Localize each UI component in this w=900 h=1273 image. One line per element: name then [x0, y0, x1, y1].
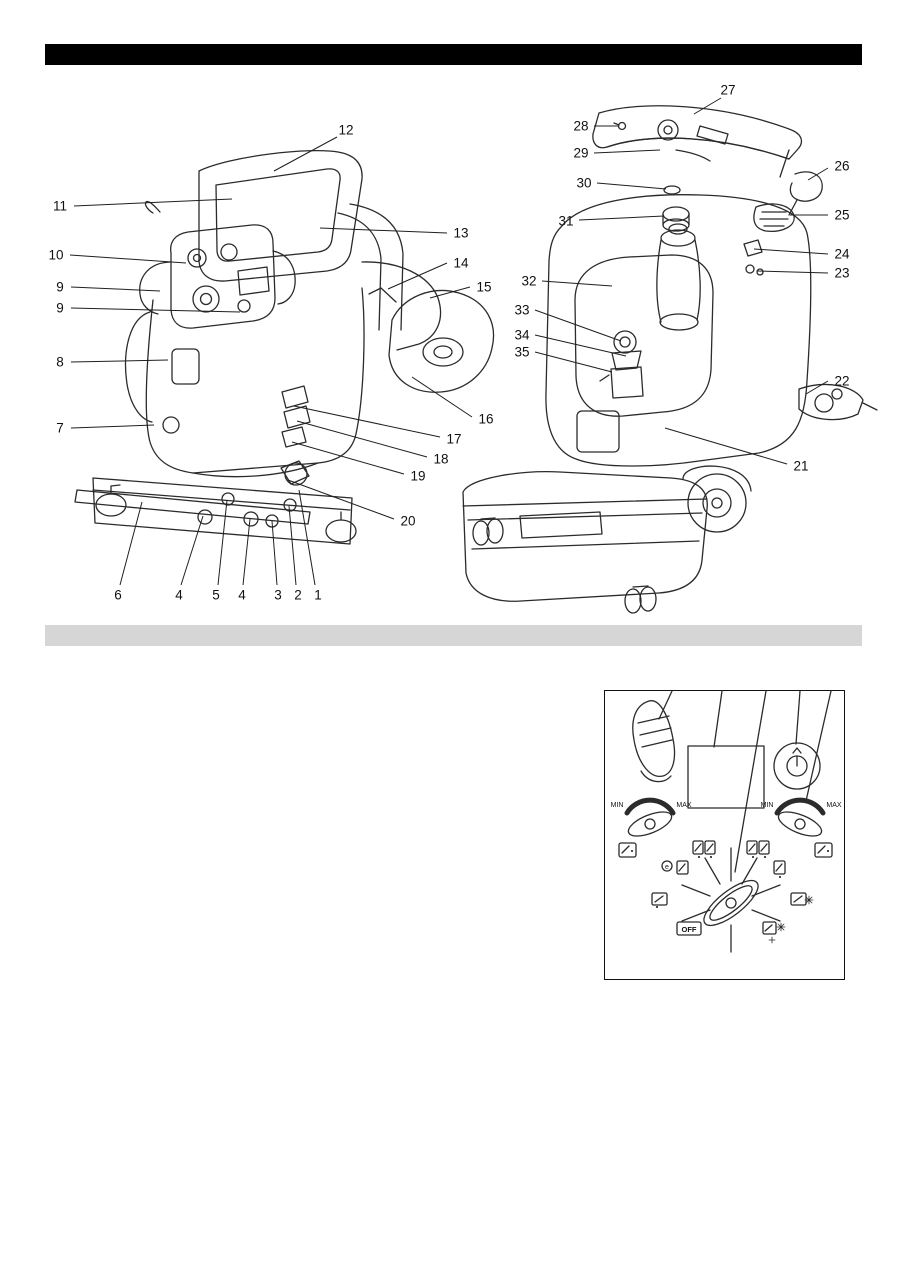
callout-line-11 — [73, 198, 233, 207]
callout-line-5 — [217, 499, 228, 586]
callout-line-29 — [593, 149, 661, 154]
callout-line-15 — [429, 286, 471, 299]
machine-body — [124, 203, 442, 486]
recovery-tank-body — [545, 194, 812, 467]
side-squeegee — [798, 383, 878, 421]
divider-bar — [45, 625, 862, 646]
callout-line-2 — [288, 505, 297, 586]
rear-wheel — [682, 465, 752, 533]
right-knob-max-label: MAX — [826, 802, 842, 809]
callout-line-9 — [70, 286, 161, 292]
callout-line-34 — [534, 334, 627, 357]
scrub-vacuum-heavy-program-icon — [746, 840, 770, 858]
machine-front-view-illustration — [462, 105, 878, 614]
callout-line-1 — [298, 489, 316, 586]
front-brush-deck — [462, 471, 708, 614]
squeegee-assembly-exploded — [368, 287, 495, 393]
brush-pressure-knob — [774, 797, 833, 858]
transport-program-icon — [651, 892, 668, 908]
open-hood-lid — [592, 105, 803, 178]
polish-program-icon — [762, 921, 786, 944]
off-position — [676, 921, 702, 936]
callout-line-13 — [319, 227, 448, 234]
callout-line-12 — [273, 136, 338, 172]
callout-line-14 — [387, 262, 448, 290]
water-dosing-knob — [618, 797, 676, 858]
off-position-label: OFF — [682, 925, 697, 934]
eco-indicator-label: e — [665, 864, 669, 871]
callout-line-27 — [693, 97, 722, 115]
panel-leader-lines — [658, 690, 832, 873]
callout-line-9 — [70, 307, 241, 313]
callout-line-33 — [534, 309, 622, 342]
suction-knob-icon — [773, 742, 821, 790]
callout-line-20 — [287, 479, 395, 520]
header-bar — [45, 44, 862, 65]
callout-line-22 — [805, 380, 829, 395]
program-selector-dial — [651, 840, 814, 953]
tank-filler-cap — [662, 185, 690, 232]
suction-program-icon — [790, 892, 814, 906]
callout-line-17 — [293, 405, 441, 438]
left-knob-max-label: MAX — [676, 802, 692, 809]
water-flow-icon — [618, 842, 637, 858]
callout-line-19 — [291, 441, 405, 475]
drive-lever-icon — [632, 700, 676, 783]
callout-line-26 — [807, 167, 829, 181]
callout-line-8 — [70, 359, 169, 363]
callout-line-23 — [756, 270, 829, 274]
callout-line-35 — [534, 351, 613, 373]
callout-line-3 — [271, 520, 278, 586]
scrub-program-icon — [773, 860, 786, 878]
display-screen — [687, 745, 765, 809]
callout-line-10 — [69, 254, 187, 264]
callout-line-6 — [119, 501, 143, 586]
right-knob-min-label: MIN — [761, 802, 774, 809]
detergent-bottle — [656, 223, 701, 331]
callout-line-18 — [296, 420, 428, 458]
callout-line-32 — [541, 280, 613, 287]
brush-head-deck — [74, 477, 357, 545]
callout-line-4 — [242, 518, 251, 586]
callout-line-31 — [578, 215, 665, 221]
callout-line-4 — [180, 515, 204, 586]
left-knob-min-label: MIN — [611, 802, 624, 809]
eco-program-icon — [661, 860, 689, 875]
tank-lid — [198, 149, 363, 282]
callout-line-21 — [664, 427, 788, 465]
callout-line-16 — [411, 376, 473, 418]
control-panel-illustration — [618, 690, 833, 953]
callout-line-24 — [753, 248, 829, 255]
turbine-cover — [743, 203, 795, 276]
program-dial-knob — [703, 879, 759, 927]
machine-rear-view-illustration — [74, 149, 495, 545]
scrub-vacuum-program-icon — [692, 840, 716, 858]
control-panel-frame — [604, 690, 845, 980]
push-handle — [139, 200, 296, 315]
callout-line-30 — [596, 182, 667, 190]
operating-console — [170, 224, 276, 329]
callout-line-7 — [70, 424, 155, 429]
brush-pressure-icon — [814, 842, 833, 858]
filter-funnel-parts — [599, 330, 644, 399]
